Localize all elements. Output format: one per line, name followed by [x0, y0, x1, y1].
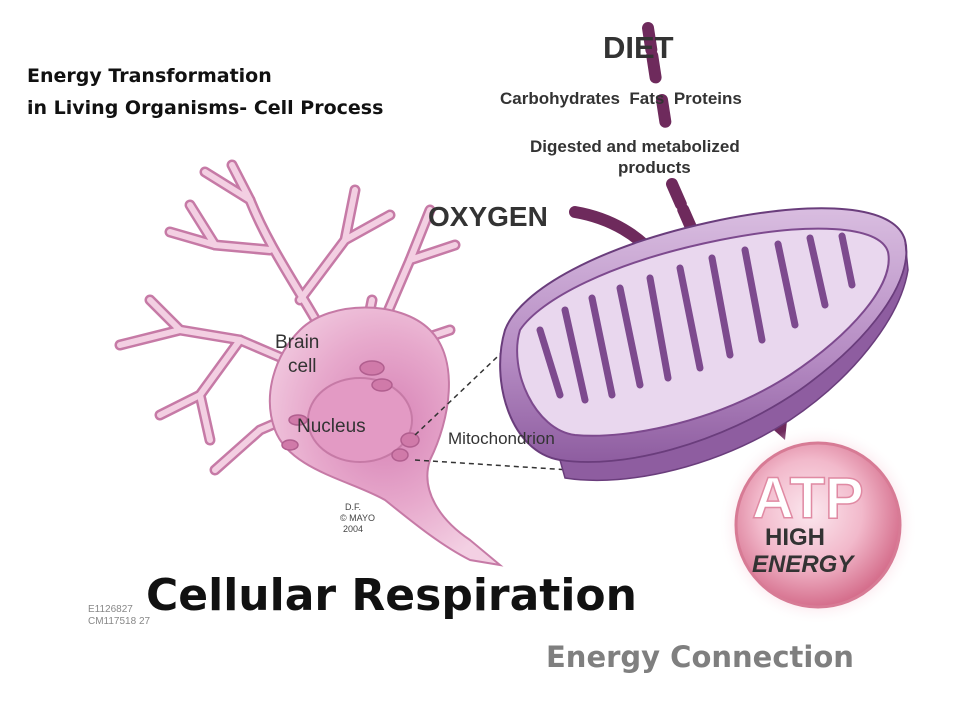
heading-line-1: Energy Transformation [27, 65, 272, 87]
oxygen-label: OXYGEN [428, 201, 548, 232]
nutrients-label: Carbohydrates Fats Proteins [500, 89, 742, 108]
heading-line-2: in Living Organisms- Cell Process [27, 97, 384, 119]
digested-label-line2: products [618, 158, 691, 177]
figure-code-line1: E1126827 [88, 604, 133, 615]
mitochondrion [499, 207, 909, 481]
atp-sphere [718, 425, 918, 625]
credit-line2: © MAYO [340, 513, 375, 523]
brain-cell-label-line1: Brain [275, 332, 319, 353]
cristae [536, 232, 856, 404]
nucleus-label: Nucleus [297, 416, 366, 437]
digested-label-line1: Digested and metabolized [530, 137, 740, 156]
page-subtitle: Energy Connection [546, 640, 854, 674]
brain-cell-label-line2: cell [288, 356, 317, 377]
mito-front-rim [558, 239, 909, 481]
credit-line3: 2004 [343, 524, 363, 534]
brain-cell [114, 159, 504, 567]
zoom-lines [414, 339, 571, 471]
energy-label: ENERGY [752, 551, 855, 578]
high-label: HIGH [765, 524, 825, 551]
figure-code-line2: CM117518 27 [88, 616, 151, 627]
slide-heading: Energy Transformation in Living Organism… [27, 60, 383, 124]
dendrites-highlight [117, 162, 458, 473]
credit-line1: D.F. [345, 502, 361, 512]
page-title: Cellular Respiration [146, 570, 637, 621]
atp-label: ATP [752, 466, 864, 531]
organelles [281, 360, 420, 462]
diet-label: DIET [603, 30, 674, 65]
mitochondrion-label: Mitochondrion [448, 429, 555, 448]
nucleus-shape [307, 377, 413, 463]
